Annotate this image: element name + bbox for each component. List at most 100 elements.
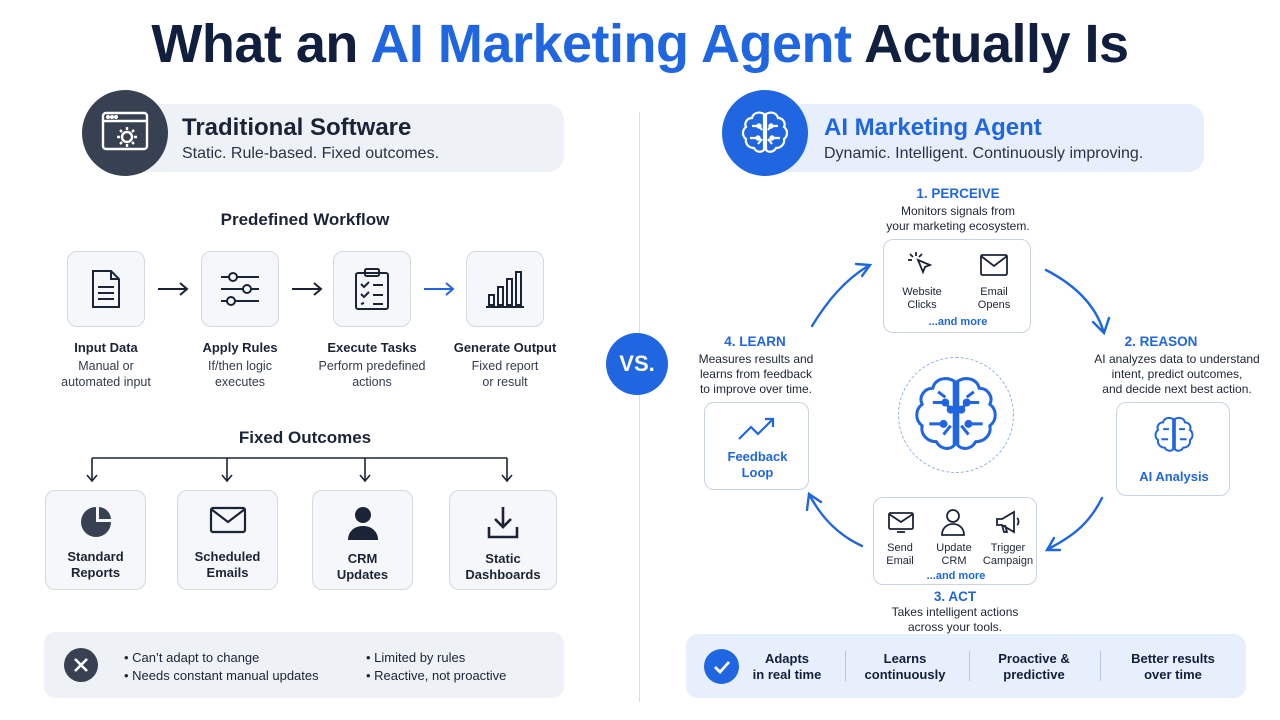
brain-circuit-icon bbox=[915, 377, 997, 450]
execute-tasks-sub2: actions bbox=[352, 375, 392, 389]
user-icon bbox=[347, 507, 378, 540]
cycle-arrows bbox=[805, 262, 1111, 552]
workflow-arrows bbox=[158, 282, 455, 296]
input-data-sub1: Manual or bbox=[78, 359, 134, 373]
input-data-label: Input Data bbox=[74, 340, 138, 355]
generate-output-box bbox=[466, 251, 544, 327]
perceive-title: 1. PERCEIVE bbox=[916, 186, 1000, 201]
input-data-box bbox=[67, 251, 145, 327]
download-tray-icon bbox=[487, 507, 519, 539]
reason-desc1: AI analyzes data to understand bbox=[1094, 352, 1260, 366]
execute-tasks-sub1: Perform predefined bbox=[318, 359, 426, 373]
brain-circuit-icon bbox=[1154, 416, 1194, 452]
limitation-item: • Reactive, not proactive bbox=[366, 668, 507, 683]
ai-agent-header-card: AI Marketing Agent Dynamic. Intelligent.… bbox=[770, 104, 1204, 172]
learn-desc2: learns from feedback bbox=[699, 367, 813, 381]
traditional-header-card: Traditional Software Static. Rule-based.… bbox=[130, 104, 564, 172]
reason-desc2: intent, predict outcomes, bbox=[1111, 367, 1243, 381]
mail-send-icon bbox=[888, 512, 914, 533]
apply-rules-box bbox=[201, 251, 279, 327]
document-icon bbox=[92, 270, 120, 308]
benefit-item: Proactive &predictive bbox=[998, 651, 1070, 682]
workflow-heading: Predefined Workflow bbox=[220, 210, 390, 229]
learn-desc1: Measures results and bbox=[698, 352, 814, 366]
apply-rules-sub1: If/then logic bbox=[208, 359, 272, 373]
act-desc2: across your tools. bbox=[907, 620, 1003, 634]
user-icon bbox=[941, 509, 965, 536]
generate-output-sub1: Fixed report bbox=[471, 359, 539, 373]
outcome-label-line2: Dashboards bbox=[465, 567, 541, 582]
reason-desc3: and decide next best action. bbox=[1102, 382, 1252, 396]
ai-agent-subtitle: Dynamic. Intelligent. Continuously impro… bbox=[824, 145, 1144, 162]
input-data-sub2: automated input bbox=[61, 375, 151, 389]
brain-circuit-icon bbox=[722, 90, 808, 176]
execute-tasks-label: Execute Tasks bbox=[327, 340, 417, 355]
center-divider bbox=[639, 112, 640, 702]
envelope-icon bbox=[209, 506, 246, 534]
traditional-title: Traditional Software bbox=[182, 114, 412, 141]
settings-window-icon bbox=[82, 90, 168, 176]
benefit-separator bbox=[969, 651, 970, 681]
limitation-item: • Limited by rules bbox=[366, 650, 466, 665]
act-title: 3. ACT bbox=[933, 589, 977, 604]
outcome-label-line2: Updates bbox=[336, 567, 389, 582]
outcome-label-line2: Reports bbox=[70, 565, 121, 580]
ai-analysis-label: AI Analysis bbox=[1139, 469, 1209, 484]
outcome-label-line2: Emails bbox=[206, 565, 249, 580]
apply-rules-sub2: executes bbox=[214, 375, 266, 389]
benefit-separator bbox=[845, 651, 846, 681]
vs-badge: VS. bbox=[606, 333, 668, 395]
envelope-icon bbox=[980, 254, 1008, 276]
act-desc1: Takes intelligent actions bbox=[891, 605, 1019, 619]
perceive-desc2: your marketing ecosystem. bbox=[886, 219, 1030, 233]
execute-tasks-box bbox=[333, 251, 411, 327]
outcome-label-line1: Static bbox=[485, 551, 521, 566]
title-accent: AI Marketing Agent bbox=[370, 14, 852, 74]
pie-chart-icon bbox=[80, 507, 111, 537]
learn-title: 4. LEARN bbox=[724, 334, 786, 349]
perceive-more: ...and more bbox=[928, 316, 988, 328]
sliders-icon bbox=[221, 272, 259, 306]
checklist-icon bbox=[355, 268, 389, 310]
generate-output-sub2: or result bbox=[482, 375, 528, 389]
reason-title: 2. REASON bbox=[1124, 334, 1198, 349]
central-brain bbox=[898, 357, 1014, 473]
page-title: What an AI Marketing Agent Actually Is bbox=[0, 10, 1280, 78]
bar-chart-icon bbox=[486, 271, 524, 308]
x-circle-icon bbox=[64, 648, 98, 682]
act-more: ...and more bbox=[926, 570, 986, 582]
outcome-label-line1: Scheduled bbox=[194, 549, 261, 564]
check-circle-icon bbox=[704, 649, 739, 684]
megaphone-icon bbox=[996, 510, 1020, 534]
ai-agent-title: AI Marketing Agent bbox=[824, 114, 1042, 141]
apply-rules-label: Apply Rules bbox=[202, 340, 278, 355]
traditional-subtitle: Static. Rule-based. Fixed outcomes. bbox=[182, 145, 440, 162]
title-suffix: Actually Is bbox=[851, 14, 1129, 74]
title-prefix: What an bbox=[151, 14, 371, 74]
limitations-bar: • Can’t adapt to change • Needs constant… bbox=[44, 632, 564, 698]
benefit-separator bbox=[1100, 651, 1101, 681]
limitation-item: • Can’t adapt to change bbox=[124, 650, 260, 665]
outcome-label-line1: Standard bbox=[67, 549, 124, 564]
limitation-item: • Needs constant manual updates bbox=[124, 668, 319, 683]
outcomes-heading: Fixed Outcomes bbox=[238, 428, 372, 447]
ai-analysis-box: AI Analysis bbox=[1116, 402, 1230, 496]
learn-desc3: to improve over time. bbox=[699, 382, 813, 396]
outcomes-branch-lines bbox=[86, 457, 513, 483]
outcome-label-line1: CRM bbox=[347, 551, 378, 566]
